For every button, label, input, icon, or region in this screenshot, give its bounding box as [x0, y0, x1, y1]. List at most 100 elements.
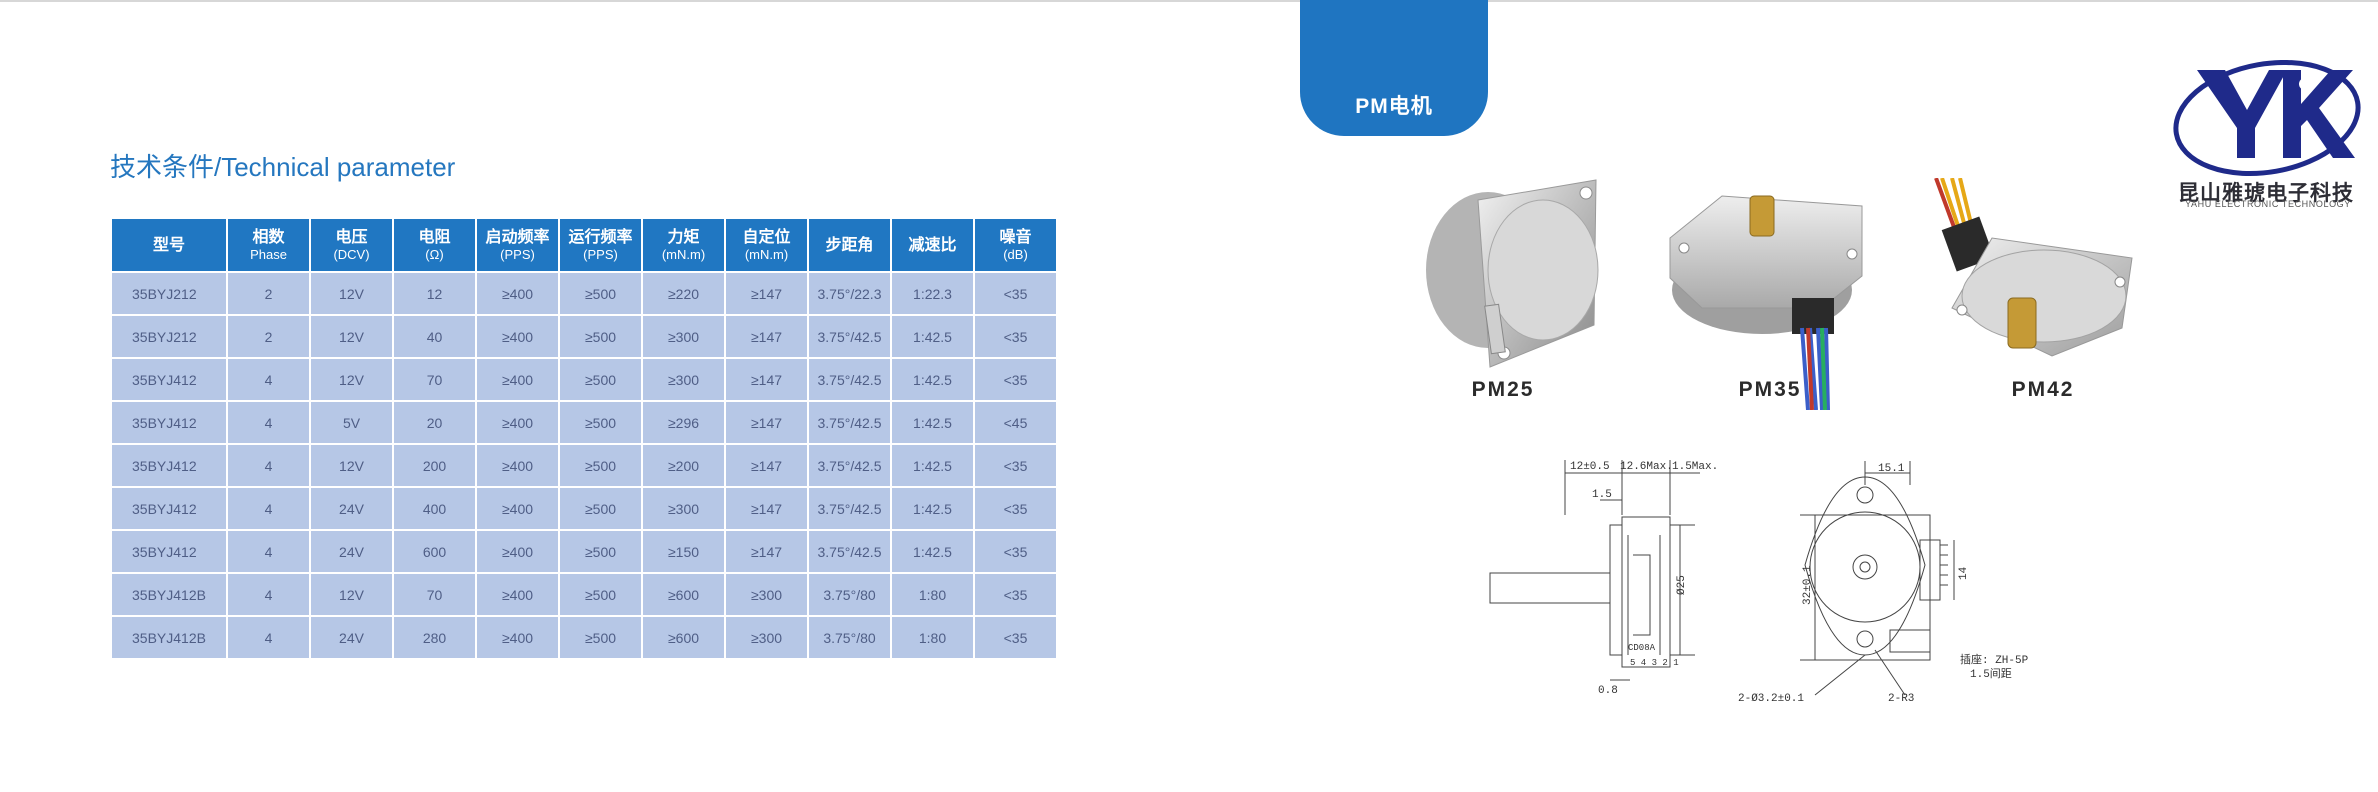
dim-label: 2-Ø3.2±0.1 [1738, 693, 1804, 705]
dim-label: 14 [1958, 566, 1970, 580]
dim-label: 15.1 [1878, 463, 1905, 475]
column-header-detent-torque: 自定位(mN.m) [726, 219, 807, 271]
table-cell: 4 [228, 574, 309, 615]
top-border-line [0, 0, 2378, 2]
column-header-resistance: 电阻(Ω) [394, 219, 475, 271]
product-label-pm42: PM42 [2011, 378, 2075, 401]
table-cell: 600 [394, 531, 475, 572]
table-cell: <35 [975, 316, 1056, 357]
table-cell: 1:80 [892, 574, 973, 615]
section-title: 技术条件/Technical parameter [110, 152, 456, 182]
table-cell: 3.75°/42.5 [809, 402, 890, 443]
dim-label: 插座: ZH-5P [1960, 652, 2029, 667]
table-cell: 3.75°/42.5 [809, 531, 890, 572]
table-cell: ≥400 [477, 574, 558, 615]
table-cell: 1:42.5 [892, 445, 973, 486]
table-cell: ≥400 [477, 273, 558, 314]
column-header-step-angle: 步距角 [809, 219, 890, 271]
table-cell: 1:22.3 [892, 273, 973, 314]
table-cell: 35BYJ412 [112, 359, 226, 400]
table-cell: ≥147 [726, 402, 807, 443]
table-cell: ≥500 [560, 359, 641, 400]
table-cell: 12V [311, 574, 392, 615]
dim-label: 2-R3 [1888, 693, 1914, 705]
dim-label: 0.8 [1598, 685, 1618, 697]
table-cell: ≥300 [643, 488, 724, 529]
table-cell: 400 [394, 488, 475, 529]
table-cell: ≥400 [477, 488, 558, 529]
dim-label: 1.5Max. [1672, 461, 1718, 473]
table-cell: <35 [975, 273, 1056, 314]
dim-label: 5 4 3 2 1 [1630, 658, 1679, 668]
company-logo [2173, 60, 2361, 177]
table-cell: 4 [228, 359, 309, 400]
table-cell: 35BYJ212 [112, 273, 226, 314]
company-name-cn: 昆山雅琥电子科技 [2178, 182, 2354, 205]
column-header-gear-ratio: 减速比 [892, 219, 973, 271]
table-cell: 20 [394, 402, 475, 443]
table-cell: ≥147 [726, 445, 807, 486]
table-cell: ≥300 [726, 574, 807, 615]
table-cell: <45 [975, 402, 1056, 443]
table-cell: ≥147 [726, 488, 807, 529]
table-cell: 24V [311, 531, 392, 572]
table-cell: 3.75°/42.5 [809, 445, 890, 486]
table-cell: 12V [311, 273, 392, 314]
table-cell: ≥500 [560, 531, 641, 572]
product-label-pm25: PM25 [1471, 378, 1535, 401]
table-cell: ≥300 [643, 359, 724, 400]
table-cell: 1:42.5 [892, 531, 973, 572]
table-cell: 12 [394, 273, 475, 314]
column-header-start-frequency: 启动频率(PPS) [477, 219, 558, 271]
table-cell: ≥400 [477, 531, 558, 572]
table-cell: <35 [975, 488, 1056, 529]
column-header-voltage: 电压(DCV) [311, 219, 392, 271]
table-cell: 24V [311, 617, 392, 658]
table-cell: 280 [394, 617, 475, 658]
table-cell: <35 [975, 617, 1056, 658]
table-cell: ≥600 [643, 617, 724, 658]
pm25-motor-photo [1426, 179, 1599, 368]
table-cell: 3.75°/42.5 [809, 359, 890, 400]
table-cell: ≥400 [477, 359, 558, 400]
table-cell: ≥150 [643, 531, 724, 572]
table-cell: 35BYJ412 [112, 402, 226, 443]
table-cell: 2 [228, 273, 309, 314]
table-cell: ≥400 [477, 402, 558, 443]
table-cell: ≥300 [726, 617, 807, 658]
table-cell: ≥500 [560, 574, 641, 615]
table-cell: <35 [975, 531, 1056, 572]
table-cell: ≥600 [643, 574, 724, 615]
table-cell: ≥400 [477, 316, 558, 357]
table-cell: ≥500 [560, 445, 641, 486]
company-name-en: YAHU ELECTRONIC TECHNOLOGY [2185, 199, 2351, 209]
column-header-model: 型号 [112, 219, 226, 271]
product-label-pm35: PM35 [1738, 378, 1802, 401]
table-cell: 40 [394, 316, 475, 357]
table-cell: ≥500 [560, 617, 641, 658]
dimension-drawing: 12±0.5 12.6Max. 1.5Max. 1.5 Ø25 0.8 CD08… [1489, 460, 2029, 705]
table-cell: ≥147 [726, 531, 807, 572]
column-header-noise: 噪音(dB) [975, 219, 1056, 271]
dim-label: 1.5 [1592, 489, 1612, 501]
table-cell: 4 [228, 488, 309, 529]
dim-label: 12.6Max. [1620, 461, 1673, 473]
dim-label: 12±0.5 [1570, 461, 1610, 473]
table-cell: 70 [394, 574, 475, 615]
table-cell: <35 [975, 574, 1056, 615]
table-cell: ≥500 [560, 488, 641, 529]
table-cell: 2 [228, 316, 309, 357]
table-cell: <35 [975, 359, 1056, 400]
category-tab-label: PM电机 [1355, 95, 1433, 118]
table-cell: 1:42.5 [892, 402, 973, 443]
table-cell: 70 [394, 359, 475, 400]
